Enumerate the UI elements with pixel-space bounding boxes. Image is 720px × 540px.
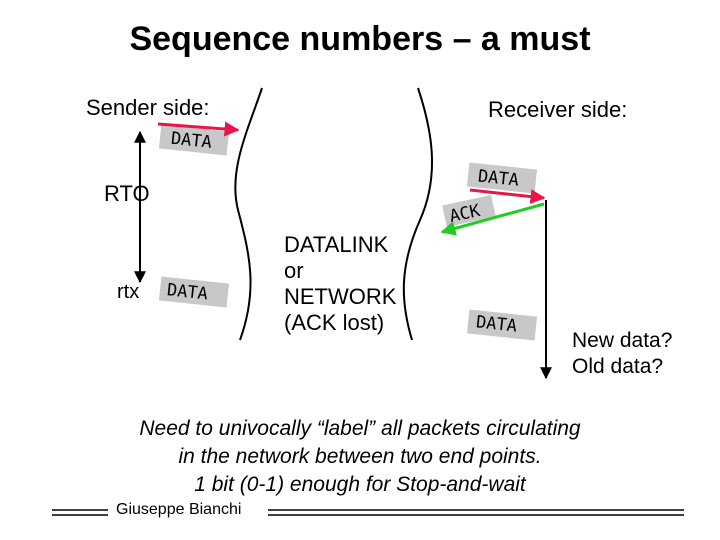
network-caption-line: NETWORK <box>284 284 397 309</box>
receiver-question: New data? Old data? <box>572 328 672 380</box>
note-line: in the network between two end points. <box>178 445 542 468</box>
question-line: New data? <box>572 329 673 352</box>
sender-side-label: Sender side: <box>86 95 210 120</box>
network-caption-line: or <box>284 258 304 283</box>
sender-boundary-wave <box>234 87 263 341</box>
footer-rule-left <box>52 509 108 516</box>
ack-arrow <box>440 202 545 236</box>
data-packet-box <box>158 124 230 156</box>
data-packet-label: DATA <box>170 129 213 153</box>
retransmitted-data-label: DATA <box>166 280 209 304</box>
footer-rule-right <box>268 509 684 516</box>
page-title: Sequence numbers – a must <box>129 20 591 58</box>
receiver-boundary-wave <box>402 87 434 341</box>
network-caption: DATALINK or NETWORK (ACK lost) <box>284 232 396 336</box>
footer-author: Giuseppe Bianchi <box>116 501 242 518</box>
data-arrow <box>469 188 546 205</box>
note-line: 1 bit (0-1) enough for Stop-and-wait <box>194 473 526 496</box>
receiver-side-label: Receiver side: <box>488 97 628 122</box>
network-caption-line: (ACK lost) <box>284 310 385 335</box>
data-packet-box <box>466 309 538 341</box>
data-packet-label: DATA <box>477 167 520 191</box>
ack-packet-box <box>442 195 496 227</box>
data-packet-box <box>158 276 230 308</box>
explanation-note: Need to univocally “label” all packets c… <box>0 415 720 499</box>
data-packet-box <box>466 162 538 194</box>
question-line: Old data? <box>572 355 664 378</box>
data-arrow <box>157 121 240 137</box>
note-line: Need to univocally “label” all packets c… <box>139 417 581 440</box>
duplicate-data-label: DATA <box>475 312 518 336</box>
rtx-label: rtx <box>117 281 140 303</box>
network-caption-line: DATALINK <box>284 232 389 257</box>
